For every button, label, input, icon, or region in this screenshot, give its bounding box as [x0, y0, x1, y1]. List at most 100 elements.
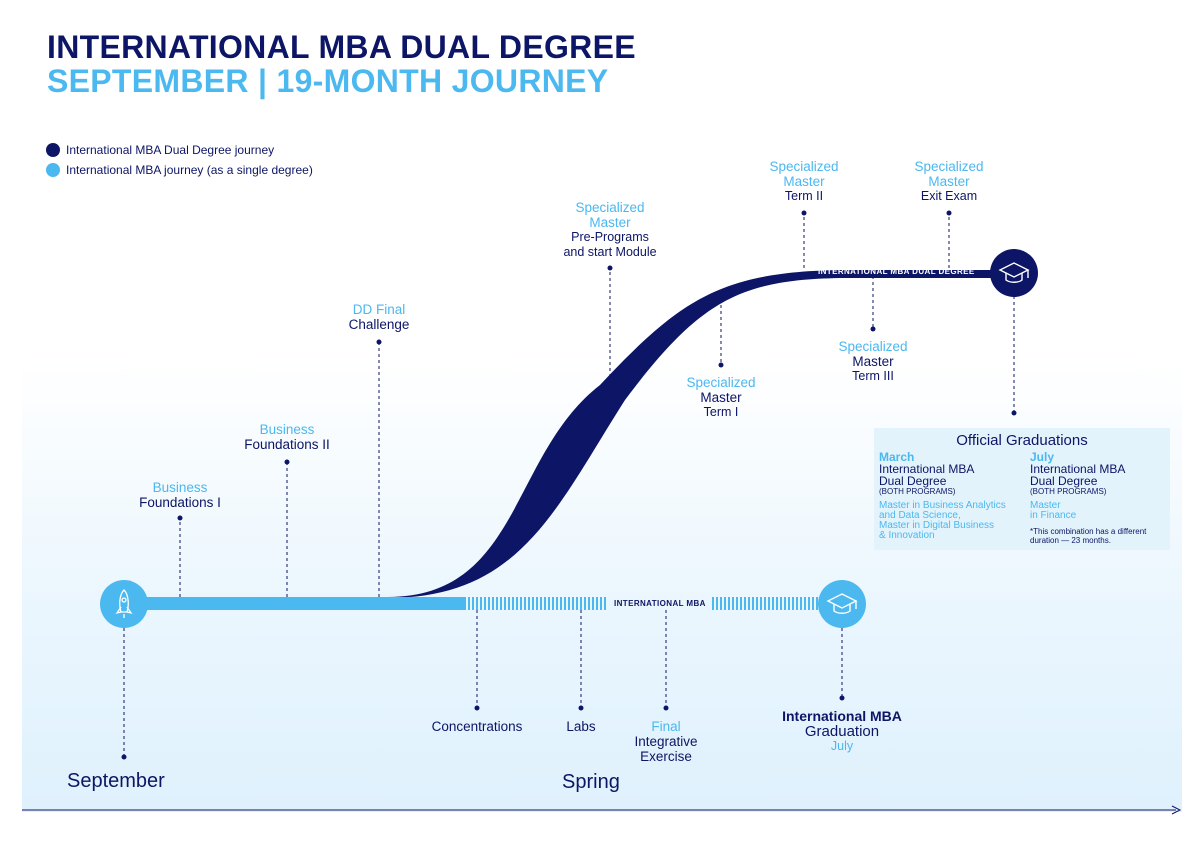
single-degree-striped-bar-b: [712, 597, 822, 610]
milestone-text: and start Module: [563, 245, 657, 259]
graduation-program: Master in Digital Business: [879, 520, 995, 531]
milestone-labs: Labs: [566, 719, 595, 734]
graduation-month: July: [1030, 450, 1055, 464]
connector-dot: [839, 695, 845, 701]
connector-dot: [946, 210, 952, 216]
milestone-highlight: Business: [259, 422, 315, 437]
axis-label-spring: Spring: [562, 771, 620, 793]
graduation-cap-icon: [998, 262, 1030, 283]
milestone-concentrations: Concentrations: [432, 719, 523, 734]
connector-dot: [870, 326, 876, 332]
graduation-note: duration — 23 months.: [1030, 536, 1111, 545]
connector-dot: [607, 265, 613, 271]
milestone-bold: International MBA: [782, 708, 902, 724]
milestone-business-foundations-2: Business Foundations II: [244, 422, 330, 452]
timeline-arrow-icon: [1171, 805, 1182, 815]
subtitle-line: SEPTEMBER | 19-MONTH JOURNEY: [47, 63, 609, 99]
graduations-title: Official Graduations: [956, 432, 1088, 449]
graduation-program: in Finance: [1030, 510, 1077, 521]
milestone-exit-exam: Specialized Master Exit Exam: [914, 159, 983, 204]
milestone-highlight: Final: [651, 719, 681, 734]
connector-dot: [284, 459, 290, 465]
milestone-business-foundations-1: Business Foundations I: [139, 480, 221, 510]
dual-graduation-node: [990, 249, 1038, 297]
legend-label: International MBA journey (as a single d…: [66, 163, 313, 177]
connector-dot: [121, 754, 127, 760]
legend-dot-light: [46, 163, 60, 177]
milestone-text: Exercise: [640, 749, 692, 764]
graduation-tag: (BOTH PROGRAMS): [879, 487, 956, 496]
milestone-term-2: Specialized Master Term II: [769, 159, 838, 204]
start-node: [100, 580, 148, 628]
graduation-name: Dual Degree: [879, 474, 947, 488]
milestone-text: Labs: [566, 719, 596, 734]
connector-dot: [578, 705, 584, 711]
dual-bar-label: INTERNATIONAL MBA DUAL DEGREE: [818, 267, 975, 276]
milestone-highlight: Specialized: [914, 159, 984, 174]
milestone-text: Foundations II: [244, 437, 330, 452]
milestone-highlight: Master: [589, 215, 631, 230]
graduation-column-july: July International MBA Dual Degree (BOTH…: [1030, 451, 1168, 545]
imba-graduation-node: [818, 580, 866, 628]
milestone-highlight: DD Final: [352, 302, 406, 317]
connector-dot: [376, 339, 382, 345]
axis-label-september: September: [67, 770, 165, 792]
graduation-note: *This combination has a different: [1030, 527, 1147, 536]
graduation-program: Master: [1030, 500, 1061, 511]
title-line: INTERNATIONAL MBA DUAL DEGREE: [47, 29, 636, 65]
milestone-highlight: Specialized: [769, 159, 839, 174]
milestone-final-integrative-exercise: Final Integrative Exercise: [634, 719, 697, 764]
milestone-term-3: Specialized Master Term III: [838, 339, 907, 384]
milestone-highlight: July: [830, 739, 854, 753]
legend-item-dual: International MBA Dual Degree journey: [46, 143, 274, 157]
graduation-program: Master in Business Analytics: [879, 500, 1006, 511]
milestone-text: Pre-Programs: [571, 230, 649, 244]
single-degree-striped-bar-a: [466, 597, 606, 610]
legend-item-single: International MBA journey (as a single d…: [46, 163, 313, 177]
single-bar-label: INTERNATIONAL MBA: [614, 599, 706, 608]
graduation-month: March: [879, 450, 915, 464]
milestone-text: Exit Exam: [920, 189, 978, 203]
milestone-highlight: Specialized: [575, 200, 645, 215]
milestone-term-1: Specialized Master Term I: [686, 375, 755, 420]
graduation-name: Dual Degree: [1030, 474, 1098, 488]
milestone-highlight: Specialized: [686, 375, 756, 390]
milestone-dd-final-challenge: DD Final Challenge: [349, 302, 410, 332]
milestone-text: Concentrations: [431, 719, 523, 734]
single-degree-bar: [124, 597, 466, 610]
graduation-cap-icon: [826, 593, 858, 614]
graduation-name: International MBA: [879, 462, 975, 476]
milestone-text: Master: [700, 390, 742, 405]
graduation-name: International MBA: [1030, 462, 1126, 476]
legend-label: International MBA Dual Degree journey: [66, 143, 275, 157]
legend-dot-navy: [46, 143, 60, 157]
milestone-pre-programs: Specialized Master Pre-Programs and star…: [563, 200, 656, 260]
connector-dot: [177, 515, 183, 521]
milestone-text: Master: [852, 354, 894, 369]
milestone-text: Foundations I: [139, 495, 221, 510]
graduation-tag: (BOTH PROGRAMS): [1030, 487, 1107, 496]
page-title: INTERNATIONAL MBA DUAL DEGREE SEPTEMBER …: [47, 30, 636, 98]
connector-dot: [1011, 410, 1017, 416]
milestone-text: Challenge: [348, 317, 410, 332]
milestone-text: Term III: [852, 369, 894, 383]
milestone-text: Integrative: [634, 734, 698, 749]
connector-dot: [801, 210, 807, 216]
connector-dot: [474, 705, 480, 711]
connector-dot: [718, 362, 724, 368]
milestone-text: Graduation: [804, 723, 880, 740]
milestone-text: Term I: [703, 405, 739, 419]
official-graduations-box: Official Graduations March International…: [874, 428, 1170, 550]
milestone-text: Term II: [784, 189, 824, 203]
dual-degree-path: [388, 270, 1000, 598]
graduation-program: & Innovation: [879, 530, 935, 541]
rocket-icon: [115, 589, 133, 618]
milestone-highlight: Specialized: [838, 339, 908, 354]
milestone-highlight: Master: [928, 174, 970, 189]
connector-dot: [663, 705, 669, 711]
milestone-highlight: Master: [783, 174, 825, 189]
graduation-program: and Data Science,: [879, 510, 961, 521]
graduation-column-march: March International MBA Dual Degree (BOT…: [879, 451, 1027, 541]
milestone-highlight: Business: [152, 480, 208, 495]
